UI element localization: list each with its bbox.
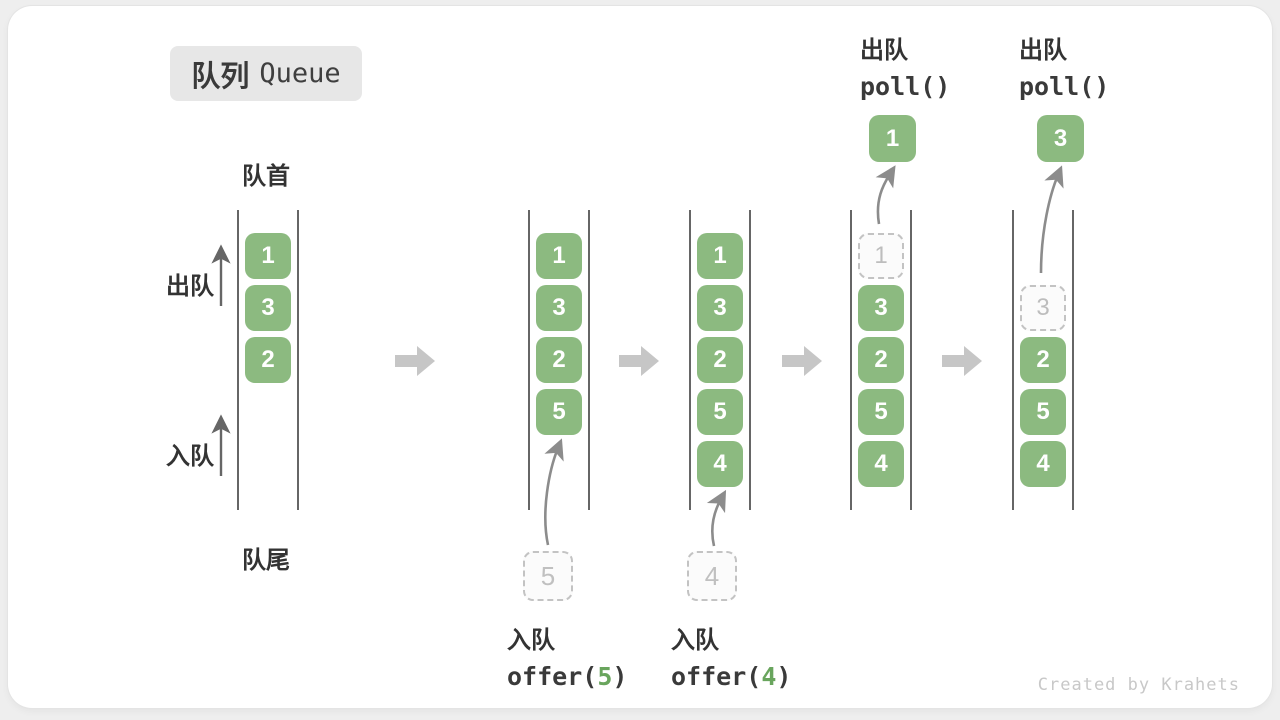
op-poll3-label: 出队 (1019, 37, 1067, 64)
queue1-left-rail (237, 210, 239, 510)
queue1-item: 1 (245, 233, 291, 279)
op-offer4-label: 入队 (671, 627, 719, 654)
incoming-value-box: 5 (523, 551, 573, 601)
queue1-item: 3 (245, 285, 291, 331)
step-arrow-icon (782, 346, 822, 376)
watermark: Created by Krahets (1037, 675, 1240, 695)
ghost-dequeued-box: 1 (858, 233, 904, 279)
queue4-item: 3 (858, 285, 904, 331)
op-offer5-code: offer(5) (507, 662, 628, 691)
queue3-item: 5 (697, 389, 743, 435)
queue3-left-rail (689, 210, 691, 510)
op-poll3-code: poll() (1019, 72, 1110, 101)
polled-value-box: 3 (1037, 115, 1084, 162)
queue3-item: 3 (697, 285, 743, 331)
label-queue-front: 队首 (242, 163, 290, 190)
queue5-item: 4 (1020, 441, 1066, 487)
step-arrow-icon (619, 346, 659, 376)
op-offer4-code: offer(4) (671, 662, 792, 691)
polled-value-box: 1 (869, 115, 916, 162)
queue3-item: 2 (697, 337, 743, 383)
step-arrow-icon (395, 346, 435, 376)
queue5-left-rail (1012, 210, 1014, 510)
incoming-value-box: 4 (687, 551, 737, 601)
op-offer4: 入队 offer(4) (671, 620, 791, 691)
queue5-right-rail (1072, 210, 1074, 510)
title-en: Queue (259, 58, 341, 89)
step-arrow-icon (942, 346, 982, 376)
ghost-dequeued-box: 3 (1020, 285, 1066, 331)
op-poll1-label: 出队 (860, 37, 908, 64)
queue4-item: 2 (858, 337, 904, 383)
queue1-right-rail (297, 210, 299, 510)
queue2-item: 1 (536, 233, 582, 279)
queue4-left-rail (850, 210, 852, 510)
label-enqueue: 入队 (166, 443, 214, 470)
queue2-left-rail (528, 210, 530, 510)
op-poll1-code: poll() (860, 72, 951, 101)
label-queue-rear: 队尾 (242, 547, 290, 574)
label-dequeue: 出队 (166, 273, 214, 300)
op-poll1: 出队 poll() (860, 30, 950, 101)
queue5-item: 5 (1020, 389, 1066, 435)
title-zh: 队列 (191, 60, 250, 93)
queue2-item: 2 (536, 337, 582, 383)
op-offer5: 入队 offer(5) (507, 620, 627, 691)
queue2-item: 3 (536, 285, 582, 331)
queue3-item: 1 (697, 233, 743, 279)
queue3-right-rail (749, 210, 751, 510)
queue5-item: 2 (1020, 337, 1066, 383)
queue4-right-rail (910, 210, 912, 510)
queue4-item: 5 (858, 389, 904, 435)
queue2-item: 5 (536, 389, 582, 435)
queue3-item: 4 (697, 441, 743, 487)
op-poll3: 出队 poll() (1019, 30, 1109, 101)
title-badge: 队列 Queue (170, 46, 362, 101)
queue4-item: 4 (858, 441, 904, 487)
queue2-right-rail (588, 210, 590, 510)
queue1-item: 2 (245, 337, 291, 383)
op-offer5-label: 入队 (507, 627, 555, 654)
